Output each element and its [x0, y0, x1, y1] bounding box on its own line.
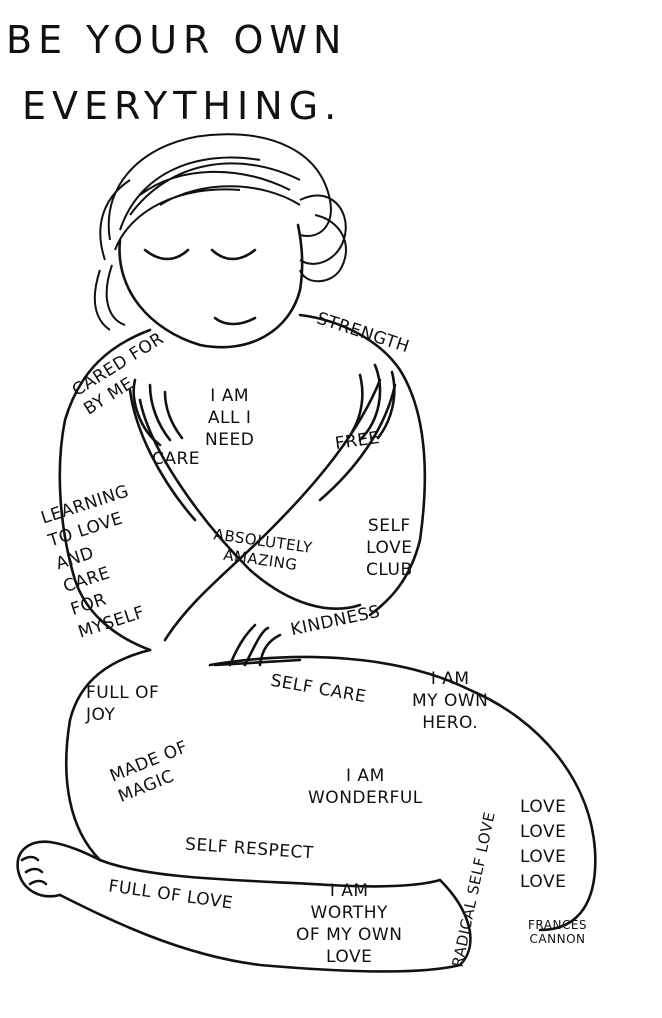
label-love-love: LOVE LOVE LOVE LOVE	[520, 797, 567, 892]
artist-signature: FRANCES CANNON	[528, 918, 588, 946]
figure-outline	[16, 223, 597, 973]
label-self-love-club: SELF LOVE CLUB	[366, 516, 413, 580]
label-own-hero: I AM MY OWN HERO.	[412, 669, 489, 733]
title-line-1: BE YOUR OWN	[6, 18, 348, 62]
label-care: CARE	[152, 449, 201, 469]
label-wonderful: I AM WONDERFUL	[308, 766, 423, 808]
label-full-of-joy: FULL OF JOY	[86, 683, 160, 725]
hair-scribble	[93, 133, 347, 331]
title-line-2: EVERYTHING.	[22, 84, 343, 128]
label-worthy: I AM WORTHY OF MY OWN LOVE	[296, 881, 403, 967]
label-i-am-all-i-need: I AM ALL I NEED	[205, 386, 255, 450]
